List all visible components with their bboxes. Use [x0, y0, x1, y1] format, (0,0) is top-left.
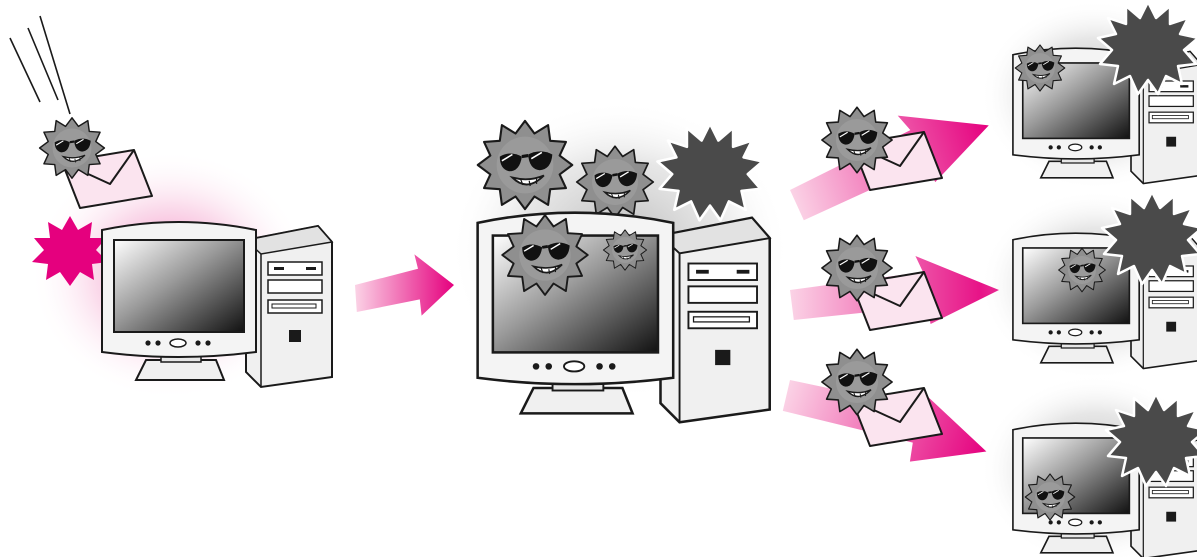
stage-infected-computer	[450, 100, 790, 422]
stage-spread	[778, 0, 1197, 557]
infected-email-3	[822, 349, 942, 446]
target-computer-3	[980, 375, 1197, 557]
target-computer-2	[980, 190, 1197, 380]
target-computer-1	[980, 0, 1197, 190]
stage-incoming-email	[10, 16, 332, 400]
speed-lines-icon	[10, 16, 70, 114]
infected-email-2	[822, 235, 942, 330]
right-arrow-icon	[355, 254, 454, 315]
